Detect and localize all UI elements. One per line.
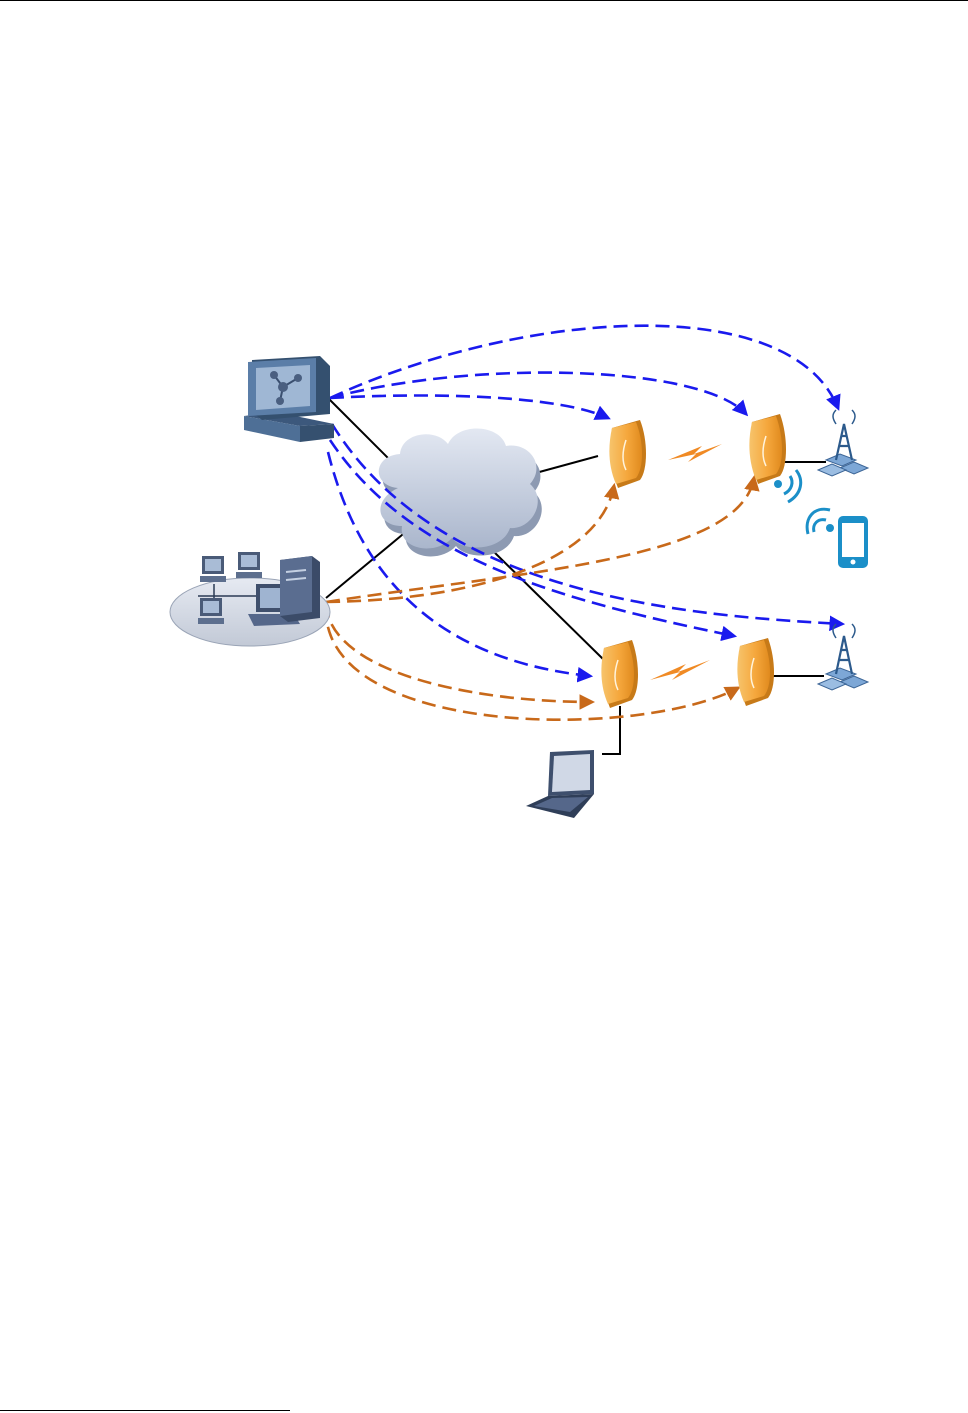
flow-nms-ap2 <box>330 373 746 414</box>
cell-tower-icon <box>818 624 868 690</box>
lan-pc-icon <box>198 598 224 624</box>
lan-pc-icon <box>200 556 226 582</box>
wireless-link-icon <box>668 444 722 462</box>
outdoor-ap-icon <box>609 420 646 488</box>
link-ap3-laptop <box>602 706 620 754</box>
lan-icon <box>170 552 330 646</box>
link-cloud-ap1 <box>532 456 598 474</box>
lan-pc-icon <box>236 552 262 578</box>
lan-server-icon <box>280 556 320 622</box>
outdoor-ap-icon <box>737 638 774 706</box>
management-workstation-icon <box>244 356 334 442</box>
flow-nms-ap1 <box>330 395 608 418</box>
laptop-icon <box>526 750 594 818</box>
outdoor-ap-icon <box>749 414 786 484</box>
outdoor-ap-icon <box>601 640 638 708</box>
footer-rule <box>0 1410 290 1411</box>
smartphone-icon <box>807 509 868 568</box>
wireless-link-icon <box>650 660 710 680</box>
cloud-icon <box>379 428 542 556</box>
cell-tower-icon <box>818 410 868 476</box>
flow-lan-ap3 <box>326 604 592 702</box>
